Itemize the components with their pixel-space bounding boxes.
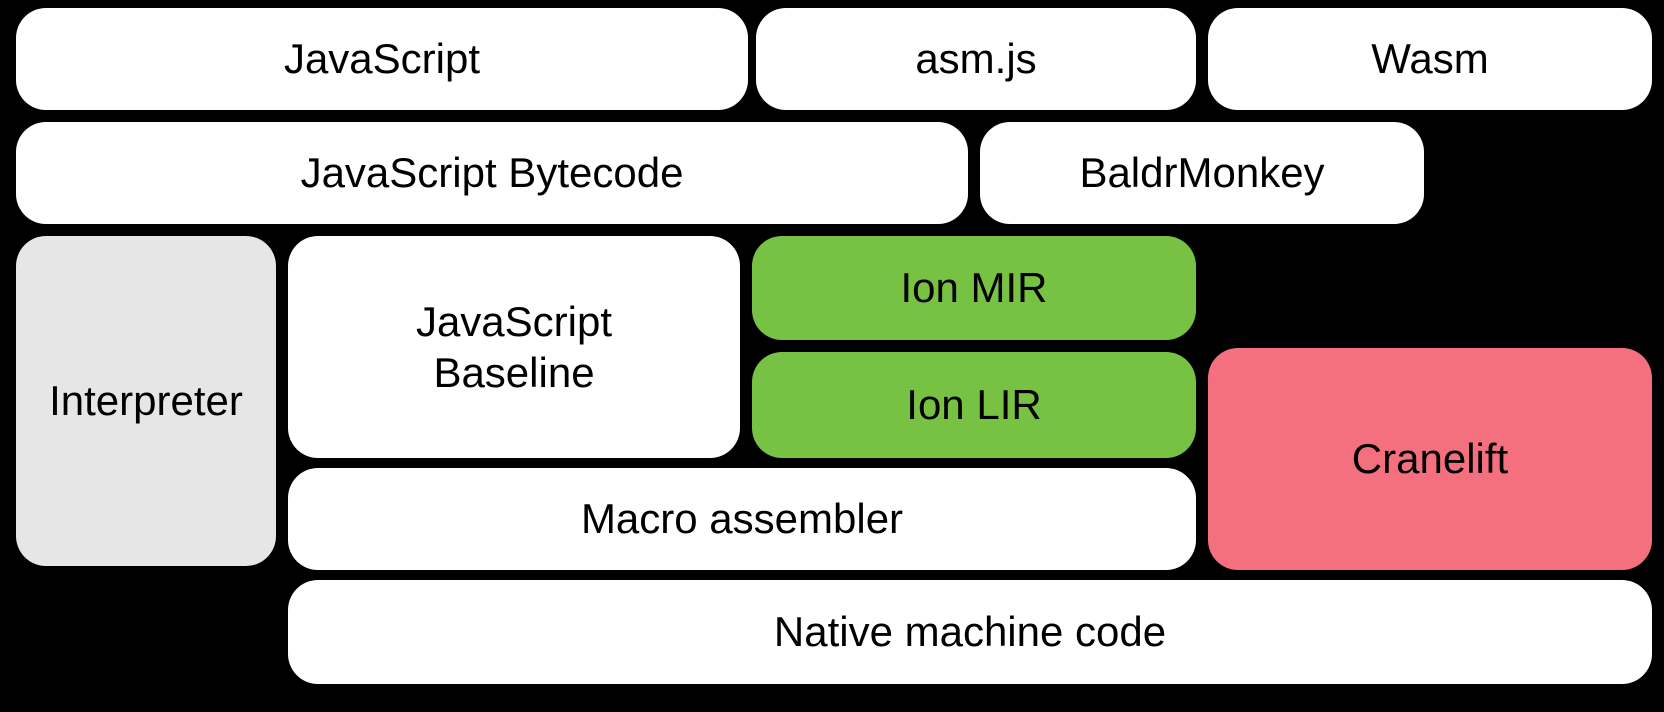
node-interpreter: Interpreter (16, 236, 276, 566)
node-macro-assembler: Macro assembler (288, 468, 1196, 570)
node-interpreter-label: Interpreter (49, 377, 243, 425)
node-native-machine-code: Native machine code (288, 580, 1652, 684)
node-native-machine-code-label: Native machine code (773, 608, 1167, 656)
node-javascript-label: JavaScript (283, 35, 481, 83)
node-cranelift: Cranelift (1208, 348, 1652, 570)
node-asmjs-label: asm.js (915, 35, 1037, 83)
node-javascript: JavaScript (16, 8, 748, 110)
node-baldrmonkey: BaldrMonkey (980, 122, 1424, 224)
node-javascript-bytecode: JavaScript Bytecode (16, 122, 968, 224)
node-macro-assembler-label: Macro assembler (580, 495, 904, 543)
node-ion-mir: Ion MIR (752, 236, 1196, 340)
node-wasm: Wasm (1208, 8, 1652, 110)
node-ion-mir-label: Ion MIR (900, 264, 1048, 312)
node-javascript-baseline: JavaScript Baseline (288, 236, 740, 458)
node-ion-lir: Ion LIR (752, 352, 1196, 458)
node-javascript-baseline-label: JavaScript Baseline (415, 297, 613, 396)
node-javascript-bytecode-label: JavaScript Bytecode (300, 149, 684, 197)
node-cranelift-label: Cranelift (1351, 435, 1509, 483)
node-wasm-label: Wasm (1371, 35, 1489, 83)
node-ion-lir-label: Ion LIR (906, 381, 1042, 429)
node-asmjs: asm.js (756, 8, 1196, 110)
node-baldrmonkey-label: BaldrMonkey (1079, 149, 1325, 197)
